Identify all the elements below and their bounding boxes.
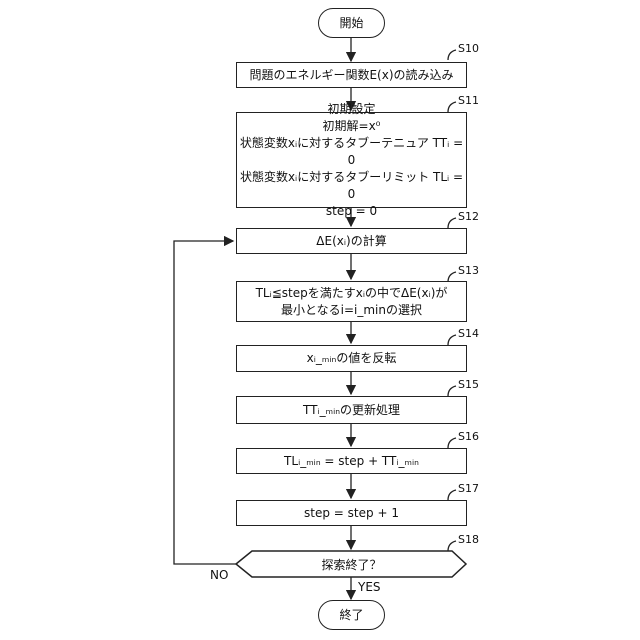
end-terminal: 終了 bbox=[318, 600, 385, 630]
step-id-s15: S15 bbox=[458, 378, 479, 391]
step-s13-line: TLᵢ≦stepを満たすxᵢの中でΔE(xᵢ)が bbox=[256, 285, 448, 302]
step-s16-text: TLᵢ_ₘᵢₙ = step + TTᵢ_ₘᵢₙ bbox=[284, 453, 419, 470]
step-s18-decision: 探索終了？ bbox=[236, 551, 467, 577]
step-id-s11: S11 bbox=[458, 94, 479, 107]
step-s14-text: xᵢ_ₘᵢₙの値を反転 bbox=[307, 350, 397, 367]
step-s15-text: TTᵢ_ₘᵢₙの更新処理 bbox=[303, 402, 400, 419]
step-s11-line: 初期設定 bbox=[327, 101, 375, 118]
no-label: NO bbox=[210, 568, 228, 582]
step-s12-box: ΔE(xᵢ)の計算 bbox=[236, 228, 467, 254]
step-s13-box: TLᵢ≦stepを満たすxᵢの中でΔE(xᵢ)が 最小となるi=i_minの選択 bbox=[236, 281, 467, 322]
start-terminal: 開始 bbox=[318, 8, 385, 38]
step-s17-box: step = step + 1 bbox=[236, 500, 467, 526]
step-id-s18: S18 bbox=[458, 533, 479, 546]
step-s18-text: 探索終了？ bbox=[321, 556, 381, 573]
start-label: 開始 bbox=[339, 15, 363, 32]
step-s12-text: ΔE(xᵢ)の計算 bbox=[316, 233, 386, 250]
step-s11-box: 初期設定 初期解=x⁰ 状態変数xᵢに対するタブーテニュア TTᵢ = 0 状態… bbox=[236, 112, 467, 208]
step-s10-box: 問題のエネルギー関数E(x)の読み込み bbox=[236, 62, 467, 88]
step-id-s10: S10 bbox=[458, 42, 479, 55]
step-id-s17: S17 bbox=[458, 482, 479, 495]
end-label: 終了 bbox=[339, 607, 363, 624]
step-s13-line: 最小となるi=i_minの選択 bbox=[281, 302, 422, 319]
step-id-s12: S12 bbox=[458, 210, 479, 223]
step-id-s14: S14 bbox=[458, 327, 479, 340]
yes-label: YES bbox=[358, 580, 381, 594]
step-s17-text: step = step + 1 bbox=[304, 505, 399, 522]
step-s11-line: step = 0 bbox=[326, 203, 377, 220]
step-s11-line: 状態変数xᵢに対するタブーテニュア TTᵢ = 0 bbox=[237, 135, 466, 169]
step-id-s16: S16 bbox=[458, 430, 479, 443]
step-s15-subroutine-box: TTᵢ_ₘᵢₙの更新処理 bbox=[236, 396, 467, 424]
step-id-s13: S13 bbox=[458, 264, 479, 277]
step-s16-box: TLᵢ_ₘᵢₙ = step + TTᵢ_ₘᵢₙ bbox=[236, 448, 467, 474]
step-s11-line: 初期解=x⁰ bbox=[323, 118, 381, 135]
step-s11-line: 状態変数xᵢに対するタブーリミット TLᵢ = 0 bbox=[237, 169, 466, 203]
step-s14-box: xᵢ_ₘᵢₙの値を反転 bbox=[236, 345, 467, 372]
step-s10-text: 問題のエネルギー関数E(x)の読み込み bbox=[249, 67, 453, 84]
